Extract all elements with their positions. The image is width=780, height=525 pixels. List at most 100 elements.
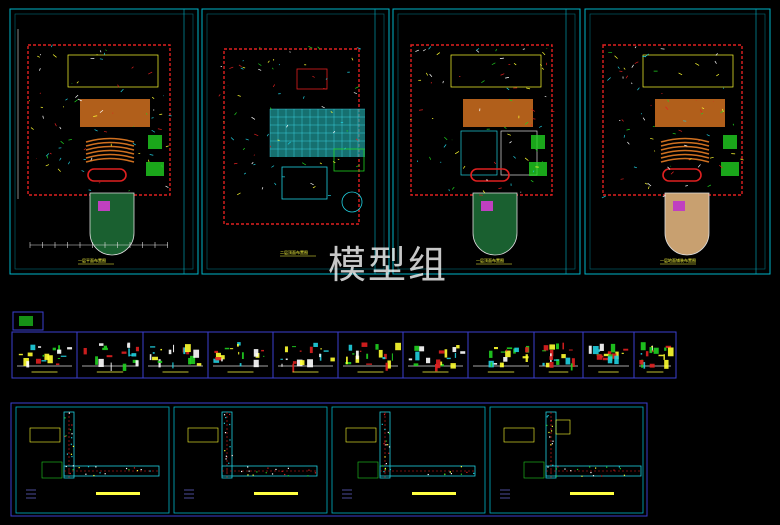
- seating-row: [661, 159, 709, 163]
- elevation-element: [221, 359, 223, 362]
- detail-stroke: [40, 54, 41, 55]
- elevation-element: [554, 359, 559, 360]
- elevation-element: [172, 362, 173, 368]
- elevation-element: [556, 344, 559, 350]
- detail-stroke: [492, 63, 495, 65]
- elevation-element: [386, 363, 388, 371]
- detail-stroke: [643, 118, 645, 121]
- detail-stroke: [444, 144, 446, 147]
- detail-stroke: [621, 179, 624, 180]
- elevation-element: [395, 343, 401, 350]
- elevation-element: [238, 352, 239, 355]
- elevation-element: [507, 347, 512, 349]
- corridor-sheet-frame: [490, 407, 643, 513]
- detail-stroke: [627, 142, 629, 144]
- corridor-corridor-3: [332, 407, 485, 513]
- detail-stroke: [271, 166, 274, 168]
- room-block: [68, 55, 158, 87]
- elevation-element: [435, 364, 438, 371]
- corridor-detail: [450, 471, 451, 472]
- detail-stroke: [272, 68, 273, 69]
- sheet-plan-1: [10, 9, 198, 274]
- detail-stroke: [496, 49, 497, 51]
- elevation-elev-6: [338, 332, 403, 378]
- elevation-element: [150, 346, 155, 347]
- corridor-detail: [249, 471, 250, 472]
- sheet-title-plan-4: 一层地面铺装布置图: [660, 258, 696, 264]
- corridor-detail: [241, 471, 242, 472]
- detail-stroke: [105, 50, 106, 51]
- elevation-frame: [273, 332, 338, 378]
- corridor-detail: [288, 468, 289, 469]
- seating-row: [86, 147, 134, 151]
- elevation-element: [641, 342, 646, 350]
- corridor-detail: [547, 416, 548, 417]
- elevation-element: [501, 351, 505, 352]
- corridor-detail: [225, 458, 226, 459]
- corridor-detail: [71, 433, 72, 434]
- corridor-detail: [382, 424, 383, 425]
- detail-stroke: [498, 188, 501, 189]
- elevation-element: [173, 345, 174, 352]
- corridor-detail: [428, 474, 429, 475]
- corridor-detail: [229, 414, 230, 415]
- detail-stroke: [303, 96, 304, 98]
- corridor-detail: [549, 436, 550, 437]
- elevation-strip: [12, 312, 676, 378]
- elevation-element: [542, 363, 544, 366]
- sheet-title-plan-3: 一层顶面布置图: [476, 258, 504, 264]
- detail-stroke: [626, 76, 628, 79]
- corridor-corridor-2: [174, 407, 327, 513]
- hall-area: [655, 99, 725, 127]
- side-room: [42, 462, 62, 478]
- corridor-title-bar: [570, 492, 614, 495]
- corridor-detail: [556, 475, 557, 476]
- elevation-element: [128, 348, 130, 356]
- detail-stroke: [68, 162, 69, 165]
- corridor-sheet-frame: [174, 407, 327, 513]
- elevation-element: [158, 361, 163, 363]
- detail-stroke: [41, 107, 43, 108]
- elevation-element: [569, 349, 573, 350]
- corridor-detail: [247, 466, 248, 467]
- elevation-element: [300, 351, 302, 352]
- corridor-detail: [228, 463, 229, 464]
- detail-stroke: [254, 134, 258, 136]
- elevation-element: [349, 345, 352, 351]
- elevation-element: [658, 355, 663, 356]
- elevation-element: [307, 359, 313, 367]
- elevation-element: [56, 363, 59, 365]
- elevation-element: [445, 349, 448, 357]
- corridor-detail: [225, 432, 226, 433]
- green-room: [148, 135, 162, 149]
- elevation-element: [414, 363, 419, 366]
- detail-stroke: [234, 163, 237, 164]
- corridor-detail: [589, 466, 590, 467]
- detail-stroke: [715, 61, 717, 64]
- elevation-element: [489, 351, 492, 358]
- detail-stroke: [671, 172, 674, 175]
- corridor-detail: [390, 469, 391, 470]
- elevation-element: [225, 348, 230, 350]
- detail-stroke: [121, 89, 124, 92]
- elevation-element: [491, 362, 493, 367]
- elevation-element: [352, 353, 354, 354]
- elevation-elev-4: [208, 332, 273, 378]
- corridor-detail: [389, 446, 390, 447]
- elevation-element: [561, 354, 565, 358]
- elevation-element: [263, 356, 264, 357]
- elevation-element: [53, 348, 56, 351]
- elevation-element: [107, 355, 113, 357]
- sheet-title-plan-2: 二层顶面布置图: [280, 250, 308, 256]
- corridor-detail: [308, 470, 309, 471]
- detail-stroke: [279, 64, 280, 65]
- detail-stroke: [169, 115, 172, 116]
- elevation-element: [664, 360, 668, 369]
- detail-stroke: [61, 141, 64, 144]
- detail-stroke: [243, 148, 245, 150]
- detail-stroke: [77, 82, 79, 84]
- corridor-detail: [552, 426, 553, 427]
- detail-stroke: [415, 50, 418, 52]
- elevation-element: [254, 360, 259, 367]
- elevation-element: [193, 350, 199, 358]
